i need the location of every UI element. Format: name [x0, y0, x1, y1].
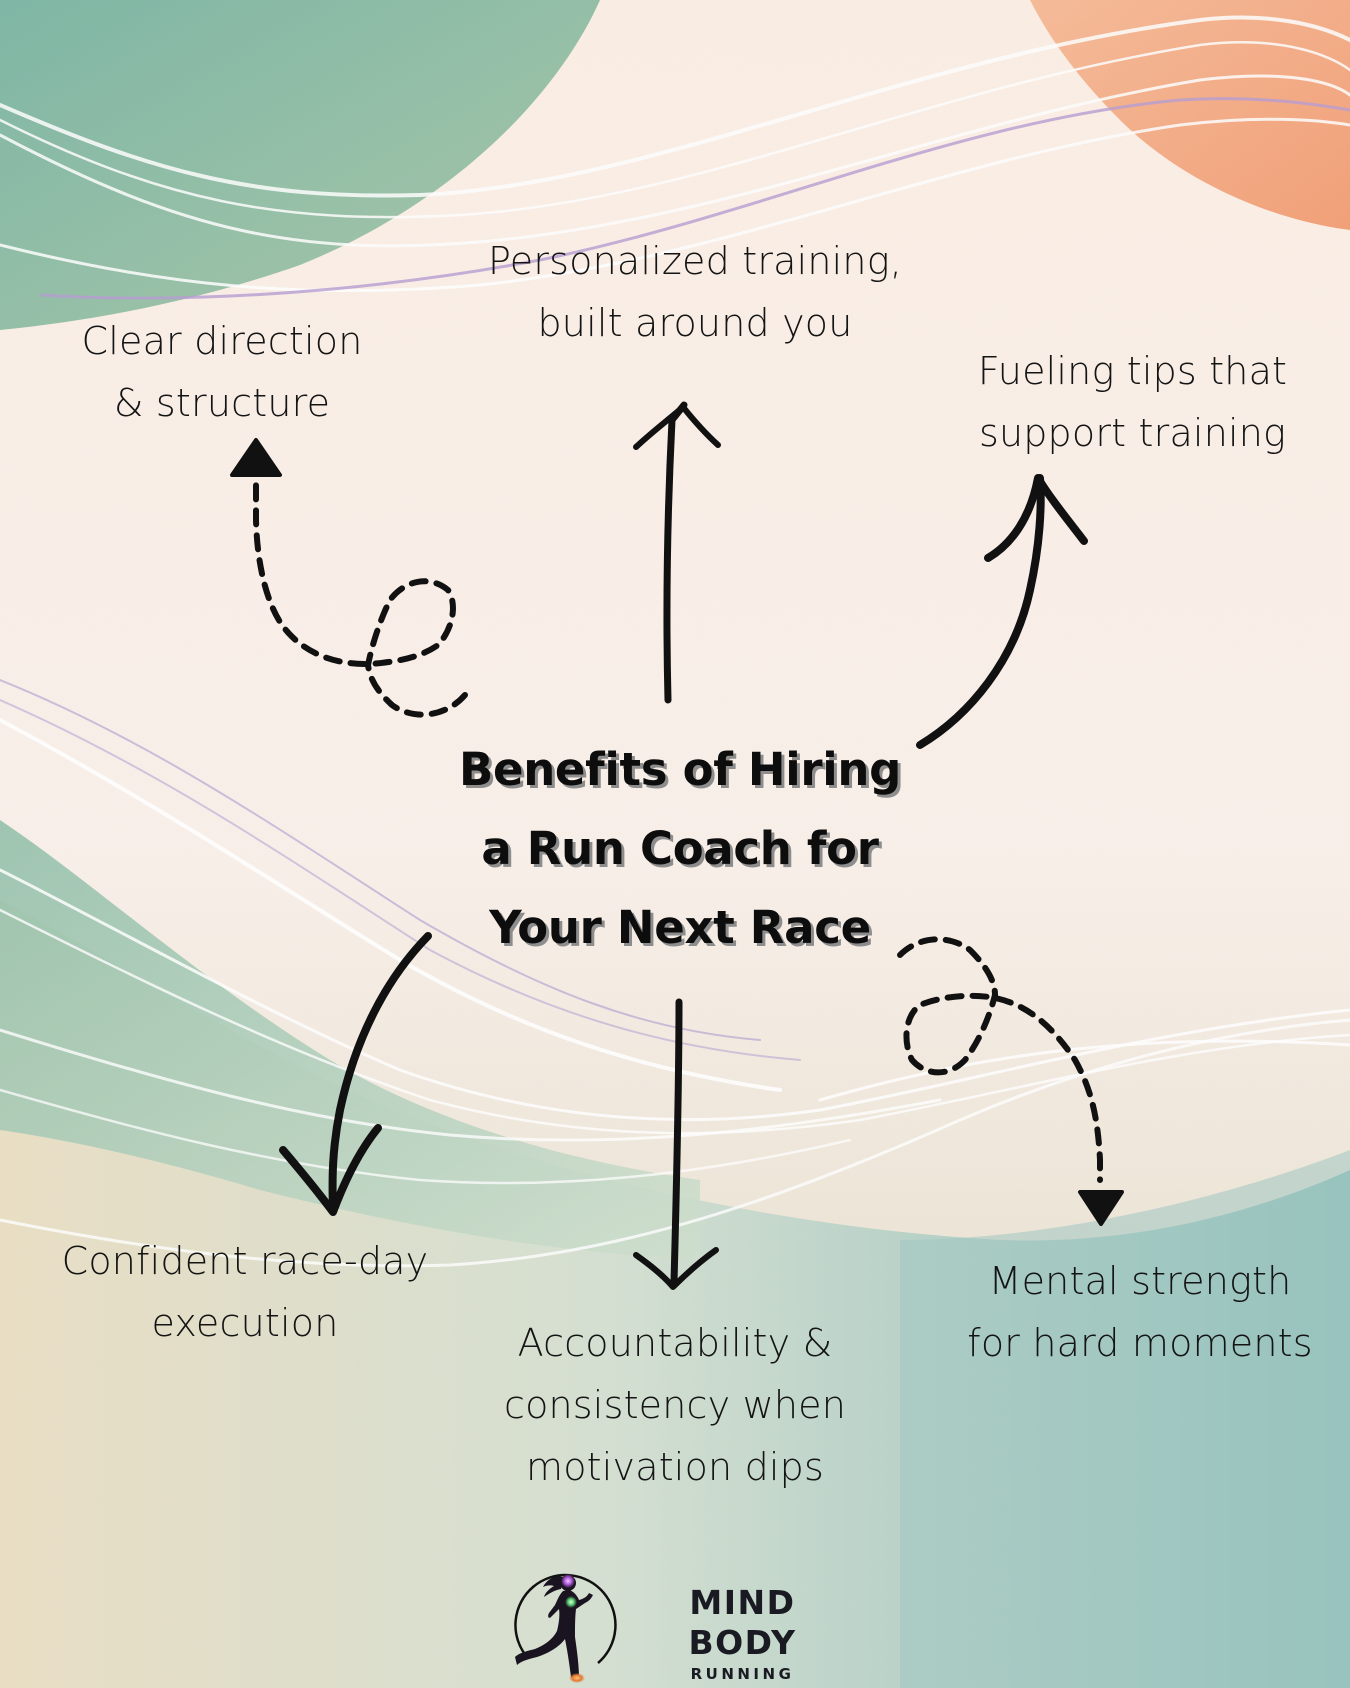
benefit-line: & structure	[113, 381, 331, 425]
dashed-loop-arrow-up-icon	[230, 438, 468, 718]
benefit-line: built around you	[537, 301, 853, 345]
curved-arrow-up-right-icon	[916, 474, 1088, 749]
dashed-loop-arrow-down-icon	[897, 936, 1124, 1226]
benefit-line: Fueling tips that	[977, 349, 1288, 393]
benefit-line: for hard moments	[967, 1321, 1313, 1365]
benefit-line: Confident race-day	[61, 1239, 429, 1283]
benefit-line: execution	[151, 1301, 339, 1345]
runner-in-circle-icon	[514, 1573, 617, 1683]
title-line: a Run Coach for	[481, 822, 879, 875]
benefit-line: Accountability &	[517, 1321, 833, 1365]
benefit-mental-strength: Mental strength for hard moments	[950, 1250, 1330, 1374]
brand-wordmark: MIND BODY RUNNING	[630, 1583, 855, 1685]
straight-arrow-up-icon	[633, 401, 721, 704]
brand-subname: RUNNING	[690, 1665, 795, 1683]
benefit-line: support training	[978, 411, 1287, 455]
brand-name: MIND BODY	[688, 1583, 797, 1662]
benefit-confident-race-day: Confident race-day execution	[35, 1230, 455, 1354]
brand-logo: MIND BODY RUNNING	[505, 1553, 865, 1688]
straight-arrow-down-icon	[633, 998, 719, 1290]
title-line: Benefits of Hiring	[458, 743, 902, 796]
title-line: Your Next Race	[489, 901, 871, 954]
benefit-line: consistency when	[503, 1383, 847, 1427]
page-title: Benefits of Hiring a Run Coach for Your …	[400, 730, 960, 967]
benefit-line: Personalized training,	[488, 239, 902, 283]
curved-arrow-down-left-icon	[279, 932, 432, 1216]
benefit-line: Clear direction	[81, 319, 363, 363]
benefit-personalized-training: Personalized training, built around you	[455, 230, 935, 354]
benefit-line: motivation dips	[526, 1445, 824, 1489]
benefit-line: Mental strength	[988, 1259, 1292, 1303]
benefit-fueling-tips: Fueling tips that support training	[960, 340, 1305, 464]
benefit-accountability: Accountability & consistency when motiva…	[480, 1312, 870, 1498]
benefit-clear-direction: Clear direction & structure	[62, 310, 382, 434]
